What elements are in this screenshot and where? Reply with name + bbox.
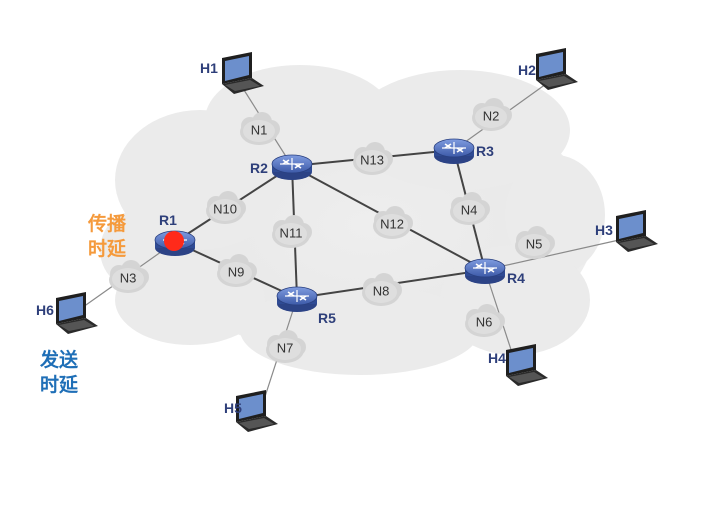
- propagation-delay-line1: 传播: [88, 213, 127, 235]
- router-r5: [276, 286, 318, 313]
- router-r4: [464, 258, 506, 285]
- network-label-n1: N1: [250, 122, 268, 138]
- network-label-n3: N3: [119, 270, 137, 286]
- router-label-r3: R3: [476, 143, 494, 159]
- network-label-n11: N11: [279, 225, 303, 241]
- network-label-n9: N9: [227, 264, 245, 280]
- network-label-n10: N10: [213, 201, 237, 217]
- transmission-delay-line1: 发送: [40, 349, 79, 371]
- network-label-n12: N12: [380, 216, 404, 232]
- router-label-r2: R2: [250, 160, 268, 176]
- host-label-h3: H3: [595, 222, 613, 238]
- router-r2: [271, 154, 313, 181]
- host-h6: [56, 292, 98, 334]
- host-label-h5: H5: [224, 400, 242, 416]
- router-label-r4: R4: [507, 270, 525, 286]
- host-label-h2: H2: [518, 62, 536, 78]
- propagation-delay-label: 传播 时延: [88, 212, 126, 262]
- host-label-h1: H1: [200, 60, 218, 76]
- propagation-delay-line2: 时延: [88, 238, 127, 260]
- network-label-n8: N8: [372, 283, 390, 299]
- host-h2: [536, 48, 578, 90]
- transmission-delay-line2: 时延: [40, 374, 79, 396]
- network-label-n2: N2: [482, 108, 500, 124]
- host-h5: [236, 390, 278, 432]
- network-label-n13: N13: [360, 152, 384, 168]
- host-label-h4: H4: [488, 350, 506, 366]
- network-label-n6: N6: [475, 314, 493, 330]
- router-label-r1: R1: [159, 212, 177, 228]
- host-h3: [616, 210, 658, 252]
- transmission-delay-label: 发送 时延: [40, 348, 78, 398]
- network-label-n7: N7: [276, 340, 294, 356]
- network-label-n5: N5: [525, 236, 543, 252]
- host-label-h6: H6: [36, 302, 54, 318]
- router-label-r5: R5: [318, 310, 336, 326]
- packet-dot: [164, 231, 184, 251]
- network-label-n4: N4: [460, 202, 478, 218]
- router-r3: [433, 138, 475, 165]
